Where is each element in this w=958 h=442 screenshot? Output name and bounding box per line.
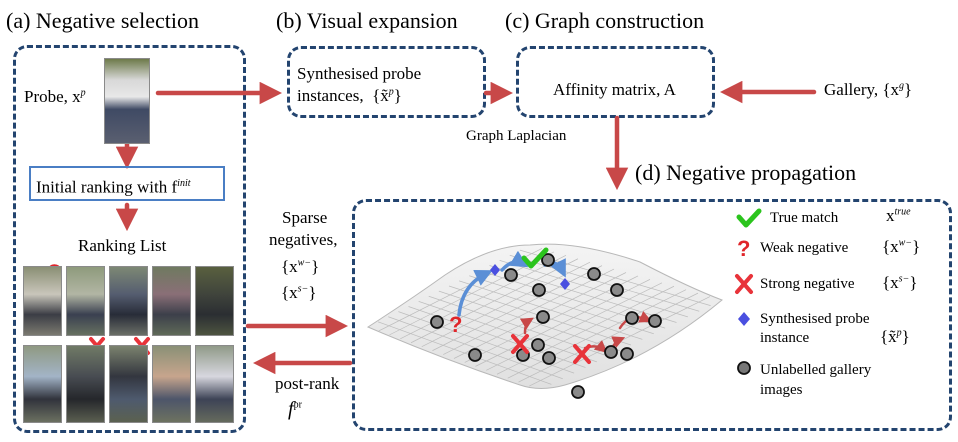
sparse-label-4: {xs−} (281, 283, 317, 302)
synthesised-diamonds (490, 264, 570, 290)
legend-true-match-symbol: xtrue (886, 206, 911, 225)
legend-unlabelled-1: Unlabelled gallery (760, 362, 872, 378)
ranking-image (109, 266, 148, 336)
question-icon: ? (737, 236, 750, 261)
section-title-b: (b) Visual expansion (276, 8, 458, 33)
weak-negative-question: ? (449, 312, 462, 337)
section-title-c: (c) Graph construction (505, 8, 705, 33)
sparse-label-3: {xw−} (281, 257, 320, 276)
diamond-marker (560, 278, 570, 290)
ranking-image (195, 266, 234, 336)
ranking-image (152, 345, 191, 423)
legend-synthesised-symbol: {x̃p} (880, 327, 910, 346)
probe-label: Probe, xp (24, 87, 86, 106)
ranking-image (66, 266, 105, 336)
post-rank-label: post-rank (275, 374, 340, 393)
ranking-image (23, 266, 62, 336)
ranking-image (66, 345, 105, 423)
synthesised-line-2: instances, {x̃p} (297, 86, 402, 105)
ranking-image (195, 345, 234, 423)
legend-weak-negative: Weak negative (760, 240, 849, 256)
legend-strong-negative: Strong negative (760, 276, 855, 292)
ranking-image (152, 266, 191, 336)
gallery-circle (531, 338, 545, 352)
blue-arrow-2 (500, 250, 529, 272)
probe-image (104, 58, 150, 144)
gallery-circle (625, 311, 639, 325)
ranking-list-title: Ranking List (78, 236, 167, 255)
gallery-circle (541, 253, 555, 267)
gallery-circle (610, 283, 624, 297)
legend-true-match: True match (770, 210, 839, 226)
gallery-circle (604, 345, 618, 359)
gallery-circle (536, 310, 550, 324)
affinity-label: Affinity matrix, A (553, 80, 676, 99)
gallery-circle (468, 348, 482, 362)
synthesised-line-1: Synthesised probe (297, 64, 422, 83)
red-arrow-1 (519, 317, 534, 335)
gallery-circle (648, 314, 662, 328)
sparse-label-1: Sparse (282, 208, 328, 227)
initial-ranking-box: Initial ranking with finit (29, 166, 225, 201)
legend-unlabelled-2: images (760, 382, 803, 398)
legend-synthesised-2: instance (760, 330, 810, 346)
check-icon (736, 208, 762, 228)
legend-strong-negative-symbol: {xs−} (882, 273, 918, 292)
gallery-circle (532, 283, 546, 297)
diamond-icon (738, 312, 750, 326)
gallery-circle (587, 267, 601, 281)
negative-propagation-panel (352, 199, 952, 431)
visual-expansion-panel (287, 46, 486, 118)
gallery-label: Gallery, {xg} (824, 80, 913, 99)
ranking-image (23, 345, 62, 423)
section-title-a: (a) Negative selection (6, 8, 200, 33)
blue-arrow-1 (457, 269, 493, 317)
gallery-circle (504, 268, 518, 282)
circle-icon (737, 361, 751, 375)
strong-negative-cross (511, 334, 591, 364)
gallery-circle (571, 385, 585, 399)
gallery-circle (430, 315, 444, 329)
negative-selection-panel (13, 45, 246, 433)
section-title-d: (d) Negative propagation (635, 160, 857, 185)
gallery-circle (542, 351, 556, 365)
post-rank-symbol: fpr (288, 398, 302, 420)
cross-icon (735, 274, 753, 294)
gallery-circle (620, 347, 634, 361)
ranking-image (109, 345, 148, 423)
graph-laplacian-label: Graph Laplacian (466, 128, 567, 144)
legend-synthesised-1: Synthesised probe (760, 311, 870, 327)
diamond-marker (490, 264, 500, 276)
legend-weak-negative-symbol: {xw−} (882, 237, 921, 256)
true-match-check (521, 247, 549, 269)
sparse-label-2: negatives, (269, 230, 338, 249)
